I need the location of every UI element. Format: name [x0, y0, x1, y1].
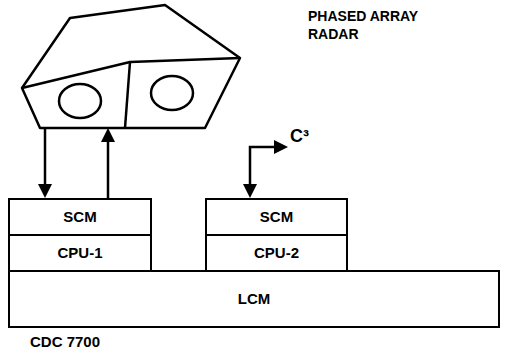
c3-link	[250, 147, 276, 186]
radar-symbol	[22, 5, 240, 128]
box-label: SCM	[63, 209, 96, 226]
radar-label: PHASED ARRAY RADAR	[308, 8, 433, 43]
arrow-head	[274, 140, 288, 154]
box-label: CPU-2	[254, 245, 299, 262]
box-label: CPU-1	[57, 245, 102, 262]
system-label: CDC 7700	[30, 333, 100, 350]
link-label: C³	[290, 126, 309, 147]
memory-box: LCM	[8, 270, 500, 328]
data-arrow	[38, 128, 52, 198]
memory-box: SCM	[8, 198, 152, 236]
processor-box: CPU-2	[205, 234, 348, 272]
processor-box: CPU-1	[8, 234, 152, 272]
box-label: SCM	[260, 209, 293, 226]
arrow-head	[243, 184, 257, 198]
data-arrow	[101, 128, 115, 198]
box-label: LCM	[238, 291, 271, 308]
phased-array-radar: PHASED ARRAY RADAR	[0, 0, 430, 128]
memory-box: SCM	[205, 198, 348, 236]
